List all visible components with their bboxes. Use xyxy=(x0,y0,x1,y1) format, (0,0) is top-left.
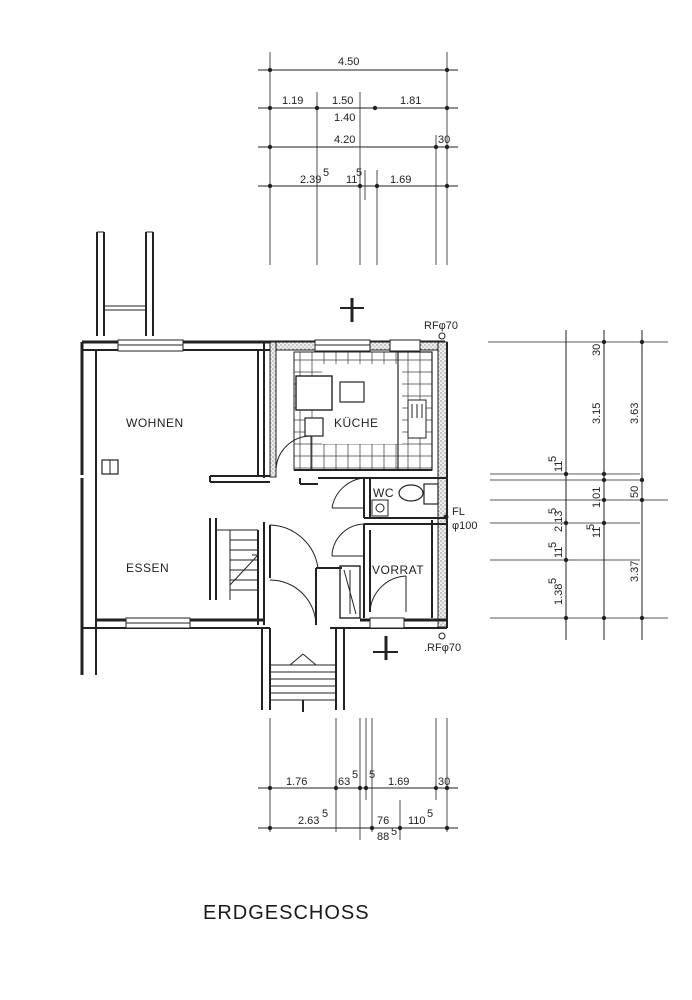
room-label-kueche: KÜCHE xyxy=(334,416,379,430)
dim-right-4: 11 xyxy=(553,461,565,472)
dim-bottom-c4-sup: 5 xyxy=(391,826,397,838)
room-label-vorrat: VORRAT xyxy=(372,563,424,577)
dim-right-3: 3.63 xyxy=(629,403,641,424)
dim-bottom-c3: 110 xyxy=(408,815,426,827)
dim-right-11-sup: 5 xyxy=(547,578,559,584)
dim-bottom-1: 1.76 xyxy=(286,776,307,788)
note-rf-bottom: .RFφ70 xyxy=(424,642,461,654)
dim-right-10: 3.37 xyxy=(629,561,641,582)
top-dimension-chains: 4.50 1.19 1.50 1.81 1.40 4.20 30 2.39 5 … xyxy=(258,52,458,265)
dim-top-5: 4.20 xyxy=(334,134,355,146)
kitchen: KÜCHE xyxy=(275,351,446,479)
windows xyxy=(117,339,421,629)
entrance-stairs xyxy=(261,628,345,712)
dim-right-4-sup: 5 xyxy=(547,456,559,462)
room-label-wc: WC xyxy=(373,486,394,500)
dim-bottom-2-sup: 5 xyxy=(352,769,358,781)
dim-top-8: 11 xyxy=(346,174,357,186)
dim-top-8-sup: 5 xyxy=(356,167,362,179)
dim-right-1: 30 xyxy=(591,344,603,356)
bottom-dimension-chains: 1.76 63 5 5 1.69 30 2.63 5 76 110 5 88 5 xyxy=(258,718,458,843)
dim-bottom-3: 5 xyxy=(369,769,375,781)
dim-bottom-c2: 76 xyxy=(377,815,389,827)
section-markers xyxy=(340,298,398,660)
dim-top-9: 1.69 xyxy=(390,174,411,186)
dim-right-9: 11 xyxy=(553,547,565,558)
note-fl: FL xyxy=(452,506,465,518)
dim-right-5: 50 xyxy=(629,486,641,498)
dim-top-3: 1.81 xyxy=(400,95,421,107)
dim-right-2: 3.15 xyxy=(591,403,603,424)
dim-right-7: 2.13 xyxy=(553,511,565,532)
right-dimension-chains: 30 3.15 3.63 11 5 50 1.01 2.13 5 11 5 11… xyxy=(488,330,668,640)
dim-top-1: 1.19 xyxy=(282,95,303,107)
annotations: RFφ70 .RFφ70 FL φ100 WOHNEN ESSEN xyxy=(126,320,478,654)
note-fl-diameter: φ100 xyxy=(452,520,478,532)
dim-bottom-c4: 88 xyxy=(377,831,389,843)
dim-right-9-sup: 5 xyxy=(547,542,559,548)
terrace-element xyxy=(96,231,154,336)
drawing-title: ERDGESCHOSS xyxy=(203,902,370,924)
dim-bottom-5: 30 xyxy=(438,776,450,788)
dim-right-6: 1.01 xyxy=(591,487,603,508)
dim-bottom-2: 63 xyxy=(338,776,350,788)
room-label-wohnen: WOHNEN xyxy=(126,416,184,430)
dim-right-11: 1.38 xyxy=(553,584,565,605)
dim-right-8: 11 xyxy=(591,527,603,538)
dim-top-7-sup: 5 xyxy=(323,167,329,179)
interior-walls: WC VORRAT xyxy=(101,459,446,626)
dim-bottom-c1-sup: 5 xyxy=(322,808,328,820)
dim-top-2: 1.50 xyxy=(332,95,353,107)
note-rf-top: RFφ70 xyxy=(424,320,458,332)
dim-bottom-c3-sup: 5 xyxy=(427,808,433,820)
dim-top-4: 1.40 xyxy=(334,112,355,124)
dim-bottom-4: 1.69 xyxy=(388,776,409,788)
dim-top-7: 2.39 xyxy=(300,174,321,186)
room-label-essen: ESSEN xyxy=(126,561,169,575)
dim-bottom-c1: 2.63 xyxy=(298,815,319,827)
dim-top-6: 30 xyxy=(438,134,450,146)
dim-right-8-sup: 5 xyxy=(585,524,597,530)
dim-right-7-sup: 5 xyxy=(547,508,559,514)
dim-top-overall: 4.50 xyxy=(338,56,359,68)
